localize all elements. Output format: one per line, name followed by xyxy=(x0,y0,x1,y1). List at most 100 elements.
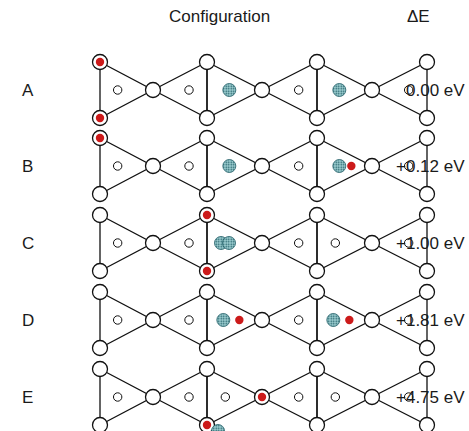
hatched-atom xyxy=(333,84,346,97)
triangle xyxy=(317,292,372,348)
hatched-atom xyxy=(212,425,225,431)
triangle xyxy=(317,138,372,194)
red-dot xyxy=(203,267,211,275)
red-dot xyxy=(96,114,104,122)
vertex-atom xyxy=(365,236,380,251)
red-dot xyxy=(203,421,211,429)
center-atom xyxy=(185,86,193,94)
vertex-atom xyxy=(200,285,215,300)
triangle xyxy=(317,369,372,425)
vertex-atom xyxy=(146,313,161,328)
vertex-atom xyxy=(310,187,325,202)
vertex-atom xyxy=(93,208,108,223)
hatched-atom xyxy=(333,160,346,173)
center-atom xyxy=(113,162,121,170)
vertex-atom xyxy=(200,55,215,70)
triangle xyxy=(262,292,317,348)
vertex-atom xyxy=(200,362,215,377)
triangle xyxy=(207,62,262,118)
center-atom xyxy=(294,239,302,247)
red-dot xyxy=(96,134,104,142)
red-dot xyxy=(235,316,243,324)
vertex-atom xyxy=(255,313,270,328)
red-dot xyxy=(347,162,355,170)
vertex-atom xyxy=(420,285,435,300)
triangle xyxy=(317,215,372,271)
column-header: Configuration xyxy=(169,8,270,25)
energy-value: 0.00 eV xyxy=(406,82,465,99)
vertex-atom xyxy=(365,313,380,328)
hatched-atom xyxy=(223,160,236,173)
red-dot xyxy=(203,211,211,219)
row-letter: D xyxy=(22,312,34,329)
red-dot xyxy=(96,58,104,66)
center-atom xyxy=(331,239,339,247)
vertex-atom xyxy=(420,418,435,431)
red-dot xyxy=(258,393,266,401)
row-letter: E xyxy=(22,389,33,406)
triangle-chain xyxy=(93,285,435,356)
triangle xyxy=(262,215,317,271)
vertex-atom xyxy=(365,83,380,98)
vertex-atom xyxy=(93,131,108,146)
triangle xyxy=(262,369,317,425)
vertex-atom xyxy=(310,362,325,377)
vertex-atom xyxy=(255,390,270,405)
vertex-atom xyxy=(420,111,435,126)
center-atom xyxy=(221,393,229,401)
row-letter: A xyxy=(22,82,33,99)
vertex-atom xyxy=(310,131,325,146)
center-atom xyxy=(294,86,302,94)
triangle xyxy=(207,369,262,425)
vertex-atom xyxy=(93,264,108,279)
vertex-atom xyxy=(146,159,161,174)
energy-value: +0.12 eV xyxy=(396,158,465,175)
red-dot xyxy=(345,316,353,324)
vertex-atom xyxy=(255,159,270,174)
vertex-atom xyxy=(93,341,108,356)
vertex-atom xyxy=(310,55,325,70)
vertex-atom xyxy=(420,187,435,202)
row-letter: C xyxy=(22,235,34,252)
vertex-atom xyxy=(146,83,161,98)
vertex-atom xyxy=(310,418,325,431)
vertex-atom xyxy=(365,390,380,405)
center-atom xyxy=(185,239,193,247)
vertex-atom xyxy=(200,111,215,126)
center-atom xyxy=(294,316,302,324)
triangle xyxy=(207,215,262,271)
vertex-atom xyxy=(146,236,161,251)
center-atom xyxy=(185,393,193,401)
hatched-atom xyxy=(217,314,230,327)
vertex-atom xyxy=(420,131,435,146)
vertex-atom xyxy=(310,341,325,356)
vertex-atom xyxy=(200,208,215,223)
triangle xyxy=(317,62,372,118)
center-atom xyxy=(294,162,302,170)
row-letter: B xyxy=(22,158,33,175)
triangle-chain xyxy=(93,131,435,202)
vertex-atom xyxy=(310,111,325,126)
triangle xyxy=(262,138,317,194)
hatched-atom xyxy=(327,314,340,327)
energy-value: +4.75 eV xyxy=(396,389,465,406)
triangle-chain xyxy=(93,55,435,126)
vertex-atom xyxy=(93,55,108,70)
vertex-atom xyxy=(420,55,435,70)
vertex-atom xyxy=(420,264,435,279)
vertex-atom xyxy=(310,264,325,279)
vertex-atom xyxy=(93,285,108,300)
center-atom xyxy=(113,239,121,247)
triangle-chain xyxy=(93,208,435,279)
triangle xyxy=(207,292,262,348)
energy-value: +1.00 eV xyxy=(396,235,465,252)
vertex-atom xyxy=(93,111,108,126)
center-atom xyxy=(185,162,193,170)
triangle xyxy=(262,62,317,118)
vertex-atom xyxy=(93,362,108,377)
vertex-atom xyxy=(255,83,270,98)
hatched-atom xyxy=(223,237,236,250)
vertex-atom xyxy=(93,187,108,202)
